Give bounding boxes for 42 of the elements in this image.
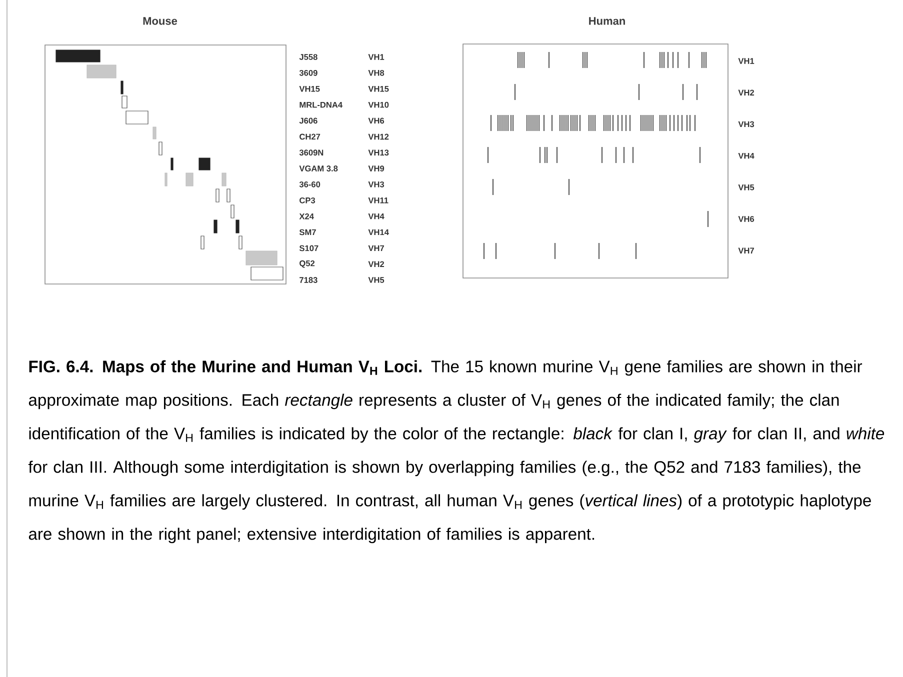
family-number: VH10	[368, 102, 389, 108]
family-name: 3609N	[299, 150, 324, 156]
family-number: VH2	[738, 90, 754, 96]
family-number: VH13	[368, 150, 389, 156]
family-number: VH5	[368, 277, 384, 283]
family-number: VH4	[368, 213, 384, 220]
family-number: VH9	[368, 166, 384, 172]
family-name: S107	[299, 245, 318, 252]
family-name: X24	[299, 213, 314, 220]
family-number: VH6	[738, 216, 754, 222]
panel-box: Mouse	[44, 17, 286, 284]
family-name: 36-60	[299, 181, 320, 188]
family-number: VH15	[368, 86, 389, 92]
family-name: SM7	[299, 229, 316, 236]
family-name: Q52	[300, 260, 315, 268]
family-name: CH27	[300, 134, 320, 140]
family-number: VH5	[738, 184, 754, 190]
family-number: VH2	[368, 261, 384, 267]
family-name: 3609	[299, 70, 318, 76]
family-number: VH1	[738, 58, 754, 64]
family-number: VH1	[368, 54, 384, 60]
family-name: MRL-DNA4	[300, 102, 342, 108]
family-number: VH6	[368, 118, 384, 124]
family-name: CP3	[300, 197, 316, 204]
family-number: VH8	[368, 70, 384, 76]
panel-box: Human	[462, 17, 728, 278]
family-number: VH7	[368, 245, 384, 252]
family-number: VH4	[738, 152, 754, 159]
family-number: VH12	[368, 134, 389, 140]
family-number: VH11	[368, 198, 388, 204]
family-name: J606	[299, 118, 318, 124]
family-name: VGAM 3.8	[299, 166, 338, 172]
family-name: J558	[299, 54, 318, 60]
family-number: VH14	[368, 229, 389, 236]
caption: FIG. 6.4. Maps of the Murine and Human V$_{H}$ Loci. The 15 known murine V$_{H}$ gene families are shown in their approximate map positions. Each rectangle represents a cluster of V$_{H}$ genes of the indicated family; the clan identification of the V$_{H}$ families is indicated by the color of the rectangle: black for clan I, gray for clan II, and white for clan III. Although some interdigitation is shown by overlapping families (e.g., the Q52 and 7183 families), the murine V$_{H}$ families are largely clustered. In contrast, all human V$_{H}$ genes (vertical lines) of a prototypic haplotype are shown in the right panel; extensive interdigitation of families is apparent.	[28, 360, 884, 544]
node-label: Human	[589, 17, 625, 25]
family-number: VH7	[738, 248, 754, 254]
family-name: 7183	[300, 277, 318, 283]
family-number: VH3	[368, 181, 384, 188]
family-name: VH15	[299, 86, 320, 92]
family-number: VH3	[738, 121, 754, 128]
node-label: Mouse	[143, 17, 178, 25]
